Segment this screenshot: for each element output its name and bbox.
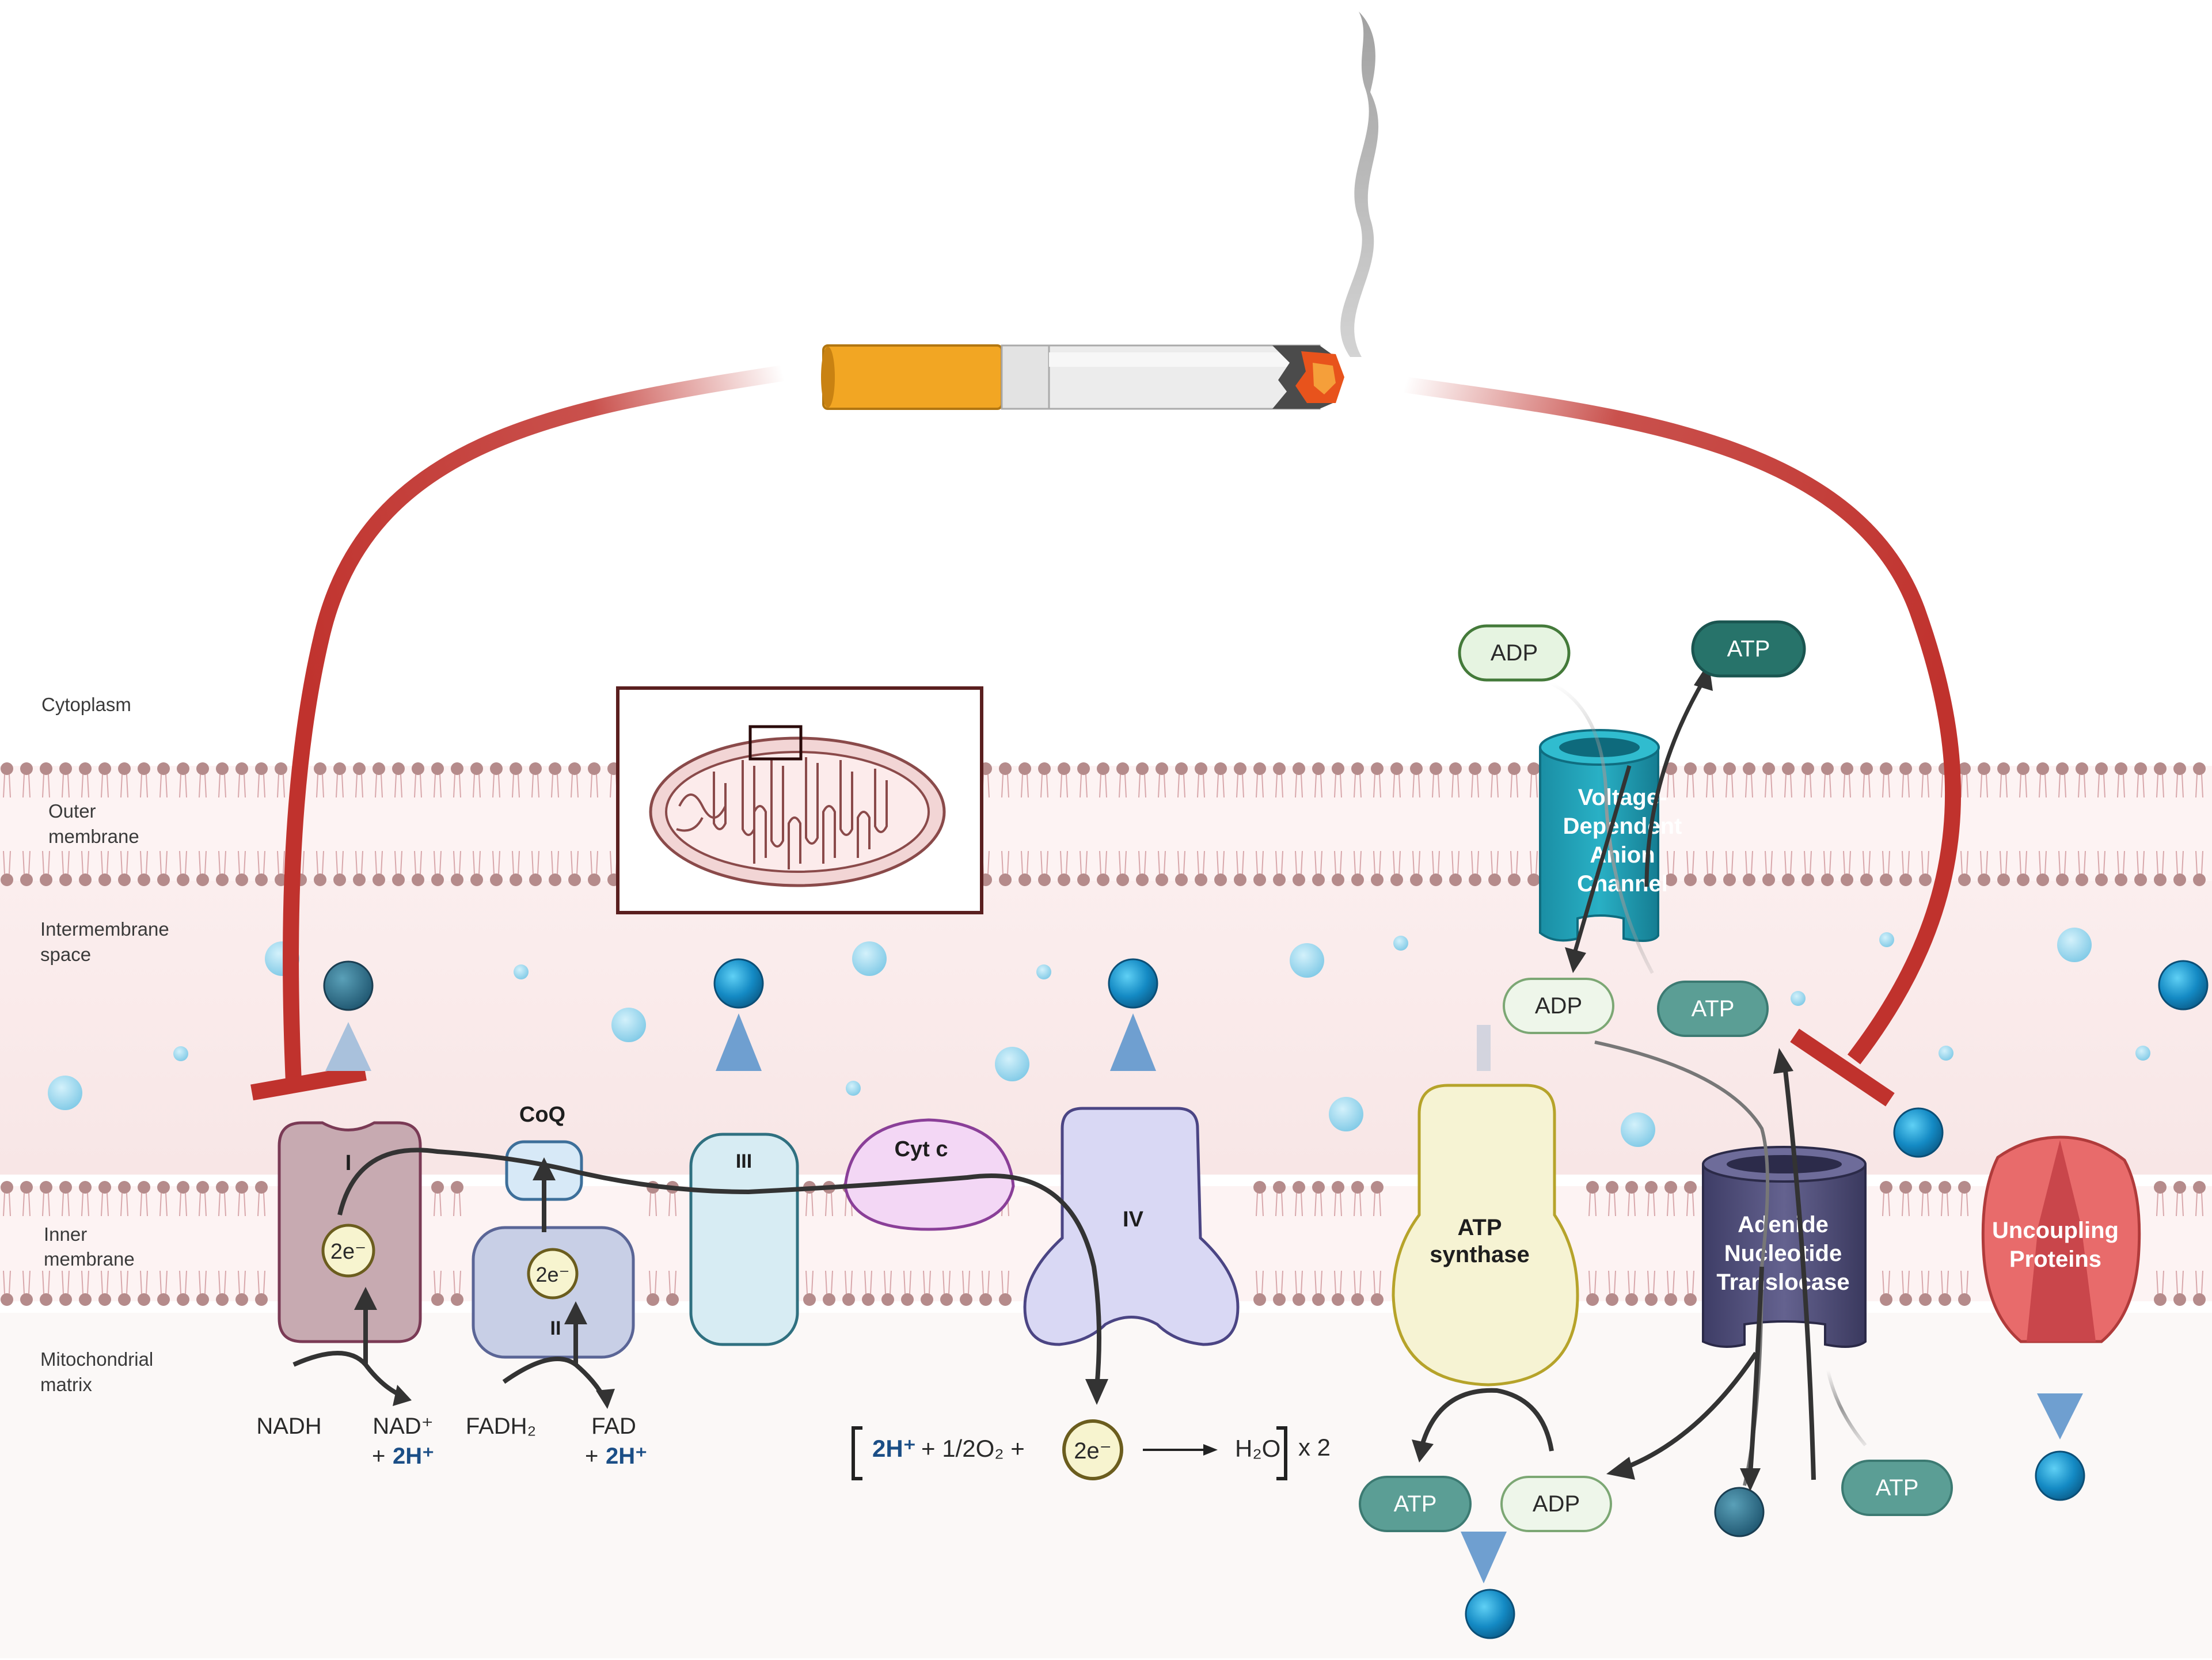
label-intermembrane-2: space	[40, 944, 91, 965]
atp-pill-matrix-right: ATP	[1841, 1460, 1953, 1516]
inhibition-arc-left	[250, 365, 785, 1101]
adp-matrix-label: ADP	[1533, 1491, 1580, 1517]
label-intermembrane-1: Intermembrane	[40, 918, 169, 940]
reaction-water: H₂O	[1235, 1435, 1280, 1462]
nad-label: NAD⁺	[373, 1414, 434, 1439]
substrate-arrows	[292, 1287, 615, 1409]
atp-synthase-label-2: synthase	[1430, 1242, 1529, 1267]
atp-synthase: ATP synthase	[1392, 1084, 1579, 1387]
reaction-electron: 2e⁻	[1074, 1438, 1112, 1464]
ucp-label-2: Proteins	[2009, 1247, 2101, 1272]
complex-iii-label: III	[736, 1150, 752, 1172]
nadh-label: NADH	[256, 1414, 321, 1439]
coq-label: CoQ	[519, 1103, 565, 1127]
vdac-channel: Voltage- Dependent Anion Channel	[1539, 729, 1682, 942]
adenine-nucleotide-translocase: Adenide Nucleotide Translocase	[1702, 1146, 1867, 1348]
adp-pill-ims: ADP	[1503, 978, 1614, 1034]
atp-pill-matrix-left: ATP	[1359, 1476, 1472, 1532]
vdac-label-2: Dependent	[1563, 814, 1682, 839]
label-matrix-1: Mitochondrial	[40, 1348, 153, 1370]
fad-2h-label: 2H⁺	[606, 1444, 647, 1469]
substrate-labels: NADH NAD⁺ + 2H⁺ FADH₂ FAD + 2H⁺	[256, 1414, 647, 1469]
nad-2h-label: 2H⁺	[393, 1444, 434, 1469]
atp-synthase-label-1: ATP	[1457, 1215, 1502, 1240]
ant-label-1: Adenide	[1738, 1212, 1829, 1237]
ant-label-3: Translocase	[1716, 1270, 1849, 1295]
label-outer-membrane-1: Outer	[48, 800, 96, 822]
electron-label-i: 2e⁻	[330, 1240, 366, 1264]
inset-zoom-box	[748, 725, 803, 761]
electron-label-ii: 2e⁻	[535, 1263, 569, 1286]
uncoupling-proteins: Uncoupling Proteins	[1981, 1135, 2141, 1343]
region-labels: Cytoplasm Outer membrane Intermembrane s…	[40, 694, 169, 1395]
label-outer-membrane-2: membrane	[48, 826, 139, 847]
fadh2-label: FADH₂	[466, 1414, 536, 1439]
reaction-2h: 2H⁺	[872, 1435, 916, 1462]
fad-label: FAD	[591, 1414, 636, 1439]
adp-ims-label: ADP	[1535, 993, 1582, 1019]
atp-matrix-right-label: ATP	[1876, 1475, 1919, 1501]
adp-pill-matrix: ADP	[1500, 1476, 1612, 1532]
atp-pill-top: ATP	[1691, 620, 1806, 678]
protons	[323, 958, 2209, 1639]
adp-pill-top: ADP	[1458, 624, 1571, 682]
reaction-o2: + 1/2O₂ +	[921, 1435, 1025, 1462]
label-matrix-2: matrix	[40, 1374, 92, 1395]
water-reaction: 2H⁺ + 1/2O₂ + 2e⁻ H₂O x 2	[852, 1419, 1331, 1480]
mitochondrion-inset	[616, 686, 983, 914]
cigarette-icon	[821, 12, 1379, 410]
electron-carriers: 2e⁻ 2e⁻	[321, 1224, 579, 1300]
complex-iv-label: IV	[1123, 1207, 1144, 1232]
complex-i-label: I	[345, 1151, 352, 1175]
nad-plus: +	[372, 1444, 385, 1469]
ucp-label-1: Uncoupling	[1992, 1218, 2119, 1243]
electron-path	[337, 1148, 1108, 1405]
atp-ims-label: ATP	[1692, 996, 1735, 1021]
atp-matrix-left-label: ATP	[1394, 1491, 1437, 1517]
cytc-label: Cyt c	[895, 1137, 948, 1161]
complex-ii-label: II	[550, 1317, 561, 1339]
label-inner-membrane-1: Inner	[44, 1224, 87, 1245]
inhibition-arc-right	[1403, 377, 1962, 1107]
atp-top-label: ATP	[1727, 636, 1770, 662]
label-inner-membrane-2: membrane	[44, 1248, 135, 1270]
adp-top-label: ADP	[1491, 640, 1538, 666]
fad-plus: +	[585, 1444, 598, 1469]
label-cytoplasm: Cytoplasm	[41, 694, 131, 715]
reaction-times: x 2	[1298, 1434, 1331, 1461]
complex-iv: IV	[1023, 1107, 1240, 1346]
ant-label-2: Nucleotide	[1724, 1241, 1842, 1266]
cytochrome-c: Cyt c	[843, 1118, 1015, 1231]
complex-iii: III	[689, 1133, 799, 1346]
atp-pill-ims: ATP	[1657, 981, 1769, 1037]
transport-arrows	[1412, 662, 1867, 1491]
